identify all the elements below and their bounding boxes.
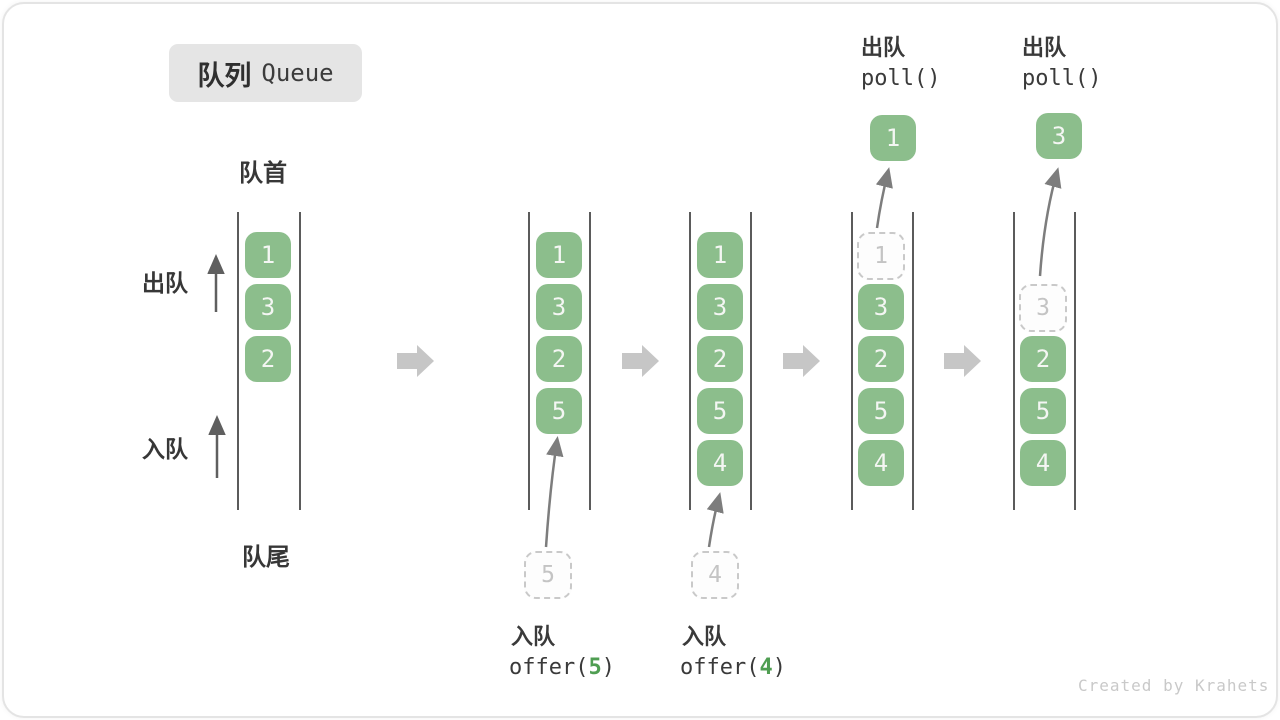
op-arg: 4 <box>759 655 773 680</box>
label-enqueue-side: 入队 <box>142 436 188 462</box>
queue2-cell: 3 <box>536 284 582 330</box>
queue3-cell: 1 <box>697 232 743 278</box>
queue2-cell: 1 <box>536 232 582 278</box>
op-close: ) <box>772 655 786 680</box>
queue2-cell: 5 <box>536 388 582 434</box>
queue5-cell: 5 <box>1020 388 1066 434</box>
queue2-staged-value: 5 <box>524 551 572 599</box>
title-chinese: 队列 <box>197 60 252 91</box>
op-fn: offer( <box>509 655 589 680</box>
watermark: Created by Krahets <box>1078 676 1270 695</box>
queue5-popped-value: 3 <box>1036 113 1082 159</box>
queue1-cell: 1 <box>245 232 291 278</box>
queue3-cell: 3 <box>697 284 743 330</box>
queue1-cell: 2 <box>245 336 291 382</box>
queue4-cell: 2 <box>858 336 904 382</box>
op-fn: offer( <box>680 655 760 680</box>
queue2-op-code: offer(5) <box>509 655 615 680</box>
queue-container-5 <box>1013 212 1076 510</box>
queue5-op-label: 出队 <box>1022 35 1067 60</box>
queue-container-2 <box>528 212 591 510</box>
queue5-cell: 4 <box>1020 440 1066 486</box>
queue3-staged-value: 4 <box>691 551 739 599</box>
queue3-op-label: 入队 <box>682 624 727 649</box>
queue2-cell: 2 <box>536 336 582 382</box>
queue3-cell: 5 <box>697 388 743 434</box>
queue5-cell: 2 <box>1020 336 1066 382</box>
queue4-popped-value: 1 <box>870 115 916 161</box>
queue1-cell: 3 <box>245 284 291 330</box>
queue-container-4 <box>851 212 914 510</box>
queue4-op-label: 出队 <box>861 35 906 60</box>
queue3-cell: 2 <box>697 336 743 382</box>
label-queue-rear: 队尾 <box>242 544 290 571</box>
queue-container-3 <box>689 212 752 510</box>
queue4-op-code: poll() <box>861 66 941 91</box>
queue4-cell: 3 <box>858 284 904 330</box>
label-dequeue-side: 出队 <box>142 270 188 296</box>
queue3-op-code: offer(4) <box>680 655 786 680</box>
queue2-op-label: 入队 <box>511 624 556 649</box>
queue5-op-code: poll() <box>1022 66 1102 91</box>
title-english: Queue <box>261 59 334 87</box>
queue5-ghost-cell: 3 <box>1019 284 1067 332</box>
title-badge: 队列 Queue <box>169 44 362 102</box>
label-queue-front: 队首 <box>239 160 287 187</box>
queue4-ghost-cell: 1 <box>857 232 905 280</box>
queue4-cell: 5 <box>858 388 904 434</box>
queue4-cell: 4 <box>858 440 904 486</box>
op-arg: 5 <box>588 655 602 680</box>
op-close: ) <box>601 655 615 680</box>
queue-container-1 <box>237 212 301 510</box>
queue3-cell: 4 <box>697 440 743 486</box>
